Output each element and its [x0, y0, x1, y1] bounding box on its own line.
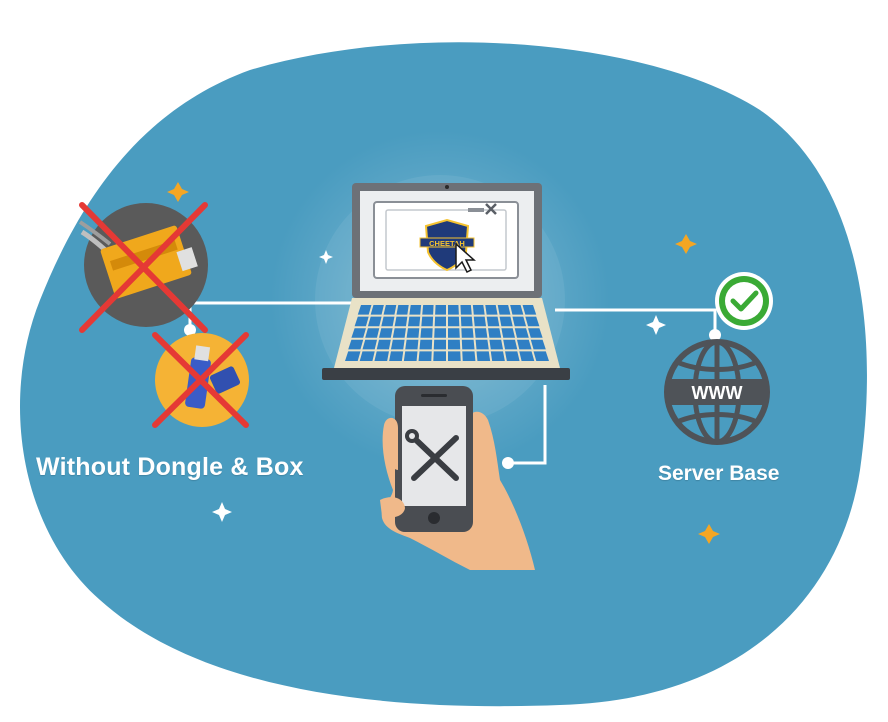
keyboard-key — [381, 316, 395, 327]
sparkle-icon — [212, 502, 232, 522]
keyboard-key — [517, 339, 532, 350]
laptop-icon: CHEETAH — [322, 183, 570, 380]
keyboard-key — [351, 328, 366, 338]
cross-icon — [79, 202, 208, 333]
keyboard-key — [394, 316, 408, 327]
globe-icon: WWW — [664, 339, 770, 445]
globe-text: WWW — [692, 383, 743, 403]
keyboard-key — [435, 305, 446, 315]
keyboard-key — [370, 305, 384, 315]
keyboard-key — [486, 316, 500, 327]
cheetah-logo-text: CHEETAH — [429, 239, 465, 248]
keyboard-key — [448, 328, 460, 338]
keyboard-key — [421, 316, 434, 327]
keyboard-key — [406, 328, 420, 338]
keyboard-key — [348, 339, 364, 350]
keyboard-key — [503, 339, 518, 350]
keyboard-key — [367, 316, 382, 327]
keyboard-key — [473, 316, 487, 327]
keyboard-key — [365, 328, 380, 338]
sparkle-icon — [698, 524, 720, 544]
keyboard-key — [488, 328, 502, 338]
keyboard-key — [490, 351, 505, 361]
keyboard-key — [434, 316, 446, 327]
smartphone-icon — [380, 386, 535, 570]
keyboard-key — [362, 339, 377, 350]
keyboard-key — [530, 339, 546, 350]
keyboard-key — [448, 305, 459, 315]
sparkle-icon — [319, 250, 333, 264]
keyboard-key — [345, 351, 361, 361]
sparkle-icon — [646, 315, 666, 335]
keyboard-key — [448, 316, 460, 327]
wrench-screwdriver-icon — [411, 435, 459, 481]
keyboard-key — [405, 339, 419, 350]
connector-dot — [709, 329, 721, 341]
keyboard-key — [418, 351, 432, 361]
keyboard-key — [512, 316, 527, 327]
keyboard-key — [354, 316, 369, 327]
keyboard-key — [374, 351, 389, 361]
keyboard-key — [462, 351, 476, 361]
keyboard-key — [522, 305, 537, 315]
keyboard-key — [390, 339, 405, 350]
keyboard-key — [497, 305, 511, 315]
keyboard-key — [392, 328, 406, 338]
keyboard-key — [407, 316, 421, 327]
keyboard-key — [533, 351, 549, 361]
keyboard-key — [514, 328, 529, 338]
keyboard-key — [389, 351, 404, 361]
connector-dot — [502, 457, 514, 469]
keyboard-key — [434, 328, 446, 338]
keyboard-key — [420, 328, 433, 338]
keyboard-key — [485, 305, 498, 315]
keyboard-key — [489, 339, 504, 350]
without-dongle-label: Without Dongle & Box — [36, 453, 304, 481]
keyboard-key — [376, 339, 391, 350]
keyboard-key — [505, 351, 520, 361]
keyboard — [345, 305, 549, 361]
keyboard-key — [528, 328, 543, 338]
keyboard-key — [379, 328, 393, 338]
keyboard-key — [475, 339, 489, 350]
keyboard-key — [403, 351, 418, 361]
sparkle-icon — [675, 234, 697, 254]
keyboard-key — [501, 328, 515, 338]
keyboard-key — [510, 305, 524, 315]
keyboard-key — [448, 351, 461, 361]
keyboard-key — [383, 305, 397, 315]
keyboard-key — [419, 339, 433, 350]
keyboard-key — [499, 316, 513, 327]
keyboard-key — [357, 305, 372, 315]
keyboard-key — [422, 305, 434, 315]
keyboard-key — [433, 339, 446, 350]
keyboard-key — [519, 351, 535, 361]
sparkle-icon — [167, 182, 189, 202]
keyboard-key — [474, 328, 488, 338]
keyboard-key — [476, 351, 491, 361]
keyboard-key — [460, 305, 472, 315]
keyboard-key — [460, 316, 473, 327]
keyboard-key — [461, 328, 474, 338]
keyboard-key — [359, 351, 375, 361]
keyboard-key — [461, 339, 475, 350]
cross-icon — [152, 332, 249, 428]
keyboard-key — [409, 305, 422, 315]
check-icon — [715, 272, 773, 330]
keyboard-key — [396, 305, 409, 315]
keyboard-key — [472, 305, 485, 315]
connector-dot — [184, 324, 196, 336]
keyboard-key — [525, 316, 540, 327]
cursor-icon — [455, 242, 476, 274]
keyboard-key — [433, 351, 446, 361]
keyboard-key — [448, 339, 461, 350]
server-base-label: Server Base — [658, 462, 780, 485]
